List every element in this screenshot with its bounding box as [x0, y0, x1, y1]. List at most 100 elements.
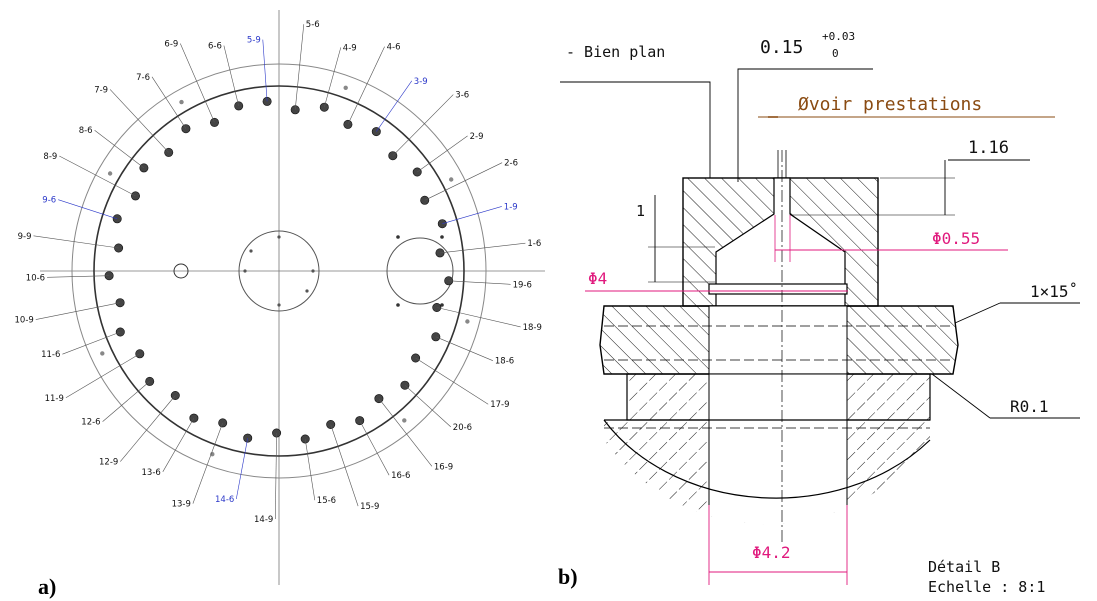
port-hole: [218, 418, 228, 428]
bien-plan-note: - Bien plan: [566, 43, 665, 61]
port-label: 11-6: [41, 350, 60, 360]
bottom-dome: [604, 420, 930, 525]
radius-leader: [931, 373, 991, 419]
tolerance-value: 0.15: [760, 37, 803, 58]
right-bolt-dot: [440, 303, 444, 307]
port-leader: [151, 76, 187, 129]
port-leader: [442, 206, 502, 224]
mount-dot: [100, 351, 105, 356]
voir-prestations-note: Øvoir prestations: [798, 94, 982, 115]
center-bolt-dot: [305, 289, 309, 293]
tol-leader: [737, 68, 873, 182]
center-bolt-dot: [311, 269, 315, 273]
port-leader: [180, 43, 215, 123]
radius-label: R0.1: [1010, 397, 1049, 416]
port-label: 17-9: [490, 400, 509, 410]
bien-plan-leader: [560, 81, 711, 178]
port-label: 11-9: [45, 394, 64, 404]
port-label: 15-9: [360, 502, 379, 512]
port-label: 12-6: [81, 418, 100, 428]
port-leader: [223, 45, 239, 106]
port-label: 5-9: [247, 36, 261, 46]
port-label: 13-9: [172, 500, 191, 510]
port-leader: [347, 46, 385, 125]
port-label: 15-6: [317, 496, 336, 506]
port-leader: [439, 242, 526, 254]
port-leader: [330, 424, 359, 507]
dim-055-label: Φ0.55: [932, 229, 980, 248]
port-leader: [359, 420, 390, 476]
port-label: 3-6: [455, 91, 469, 101]
chamfer-leader: [954, 302, 1001, 324]
port-label: 19-6: [513, 280, 532, 290]
port-leader: [192, 422, 223, 504]
port-label: 4-9: [343, 43, 357, 53]
port-leader: [404, 384, 452, 428]
port-hole: [355, 416, 365, 426]
port-label: 3-9: [414, 77, 428, 87]
dim-116-label: 1.16: [968, 138, 1009, 158]
port-leader: [376, 80, 413, 132]
port-leader: [378, 398, 433, 467]
port-leader: [33, 235, 119, 249]
port-label: 8-9: [43, 152, 57, 162]
port-leader: [415, 357, 489, 405]
port-leader: [47, 275, 110, 278]
port-label: 16-6: [391, 471, 410, 481]
mount-dot: [449, 177, 454, 182]
port-leader: [62, 331, 121, 355]
dim-4-label: Φ4: [588, 269, 607, 288]
lower-bore: [708, 373, 848, 421]
tolerance-upper: +0.03: [822, 30, 855, 43]
port-leader: [102, 381, 150, 422]
port-leader: [304, 438, 316, 501]
port-leader: [424, 162, 503, 201]
port-label: 8-6: [79, 126, 93, 136]
right-circle: [386, 237, 454, 305]
port-hole: [411, 353, 421, 363]
port-label: 16-9: [434, 462, 453, 472]
dim-1-label: 1: [636, 202, 645, 220]
port-leader: [294, 24, 305, 110]
port-hole: [115, 298, 125, 308]
left-small-circle: [173, 263, 189, 279]
port-leader: [109, 89, 169, 153]
port-leader: [324, 47, 342, 108]
tolerance-lower: 0: [832, 47, 839, 60]
port-leader: [120, 395, 176, 462]
port-label: 14-6: [215, 495, 234, 505]
port-label: 20-6: [453, 423, 472, 433]
detail-title: Détail B: [928, 558, 1000, 576]
port-label: 7-9: [94, 85, 108, 95]
port-label: 5-6: [306, 20, 320, 30]
port-label: 2-9: [470, 132, 484, 142]
center-bolt-dot: [277, 235, 281, 239]
panel-b-tag: b): [558, 564, 578, 589]
port-leader: [58, 199, 118, 220]
center-bolt-dot: [277, 303, 281, 307]
port-leader: [35, 302, 121, 320]
port-hole: [145, 376, 155, 386]
port-hole: [234, 101, 244, 111]
port-label: 10-6: [26, 273, 45, 283]
bore-step: [708, 283, 848, 295]
flange-bore: [708, 305, 848, 375]
port-hole: [374, 394, 384, 404]
port-leader: [392, 94, 454, 156]
port-label: 7-6: [136, 73, 150, 83]
port-leader: [275, 432, 277, 520]
port-label: 4-6: [387, 43, 401, 53]
mount-dot: [107, 171, 113, 176]
port-label: 1-9: [504, 202, 518, 212]
port-leader: [162, 417, 195, 472]
outer-ring: [71, 63, 487, 479]
port-leader: [417, 135, 468, 173]
port-hole: [243, 433, 253, 443]
port-leader: [59, 155, 136, 197]
mount-dot: [465, 319, 470, 324]
right-bolt-dot: [440, 235, 444, 239]
port-leader: [236, 438, 248, 500]
port-leader: [262, 39, 268, 102]
